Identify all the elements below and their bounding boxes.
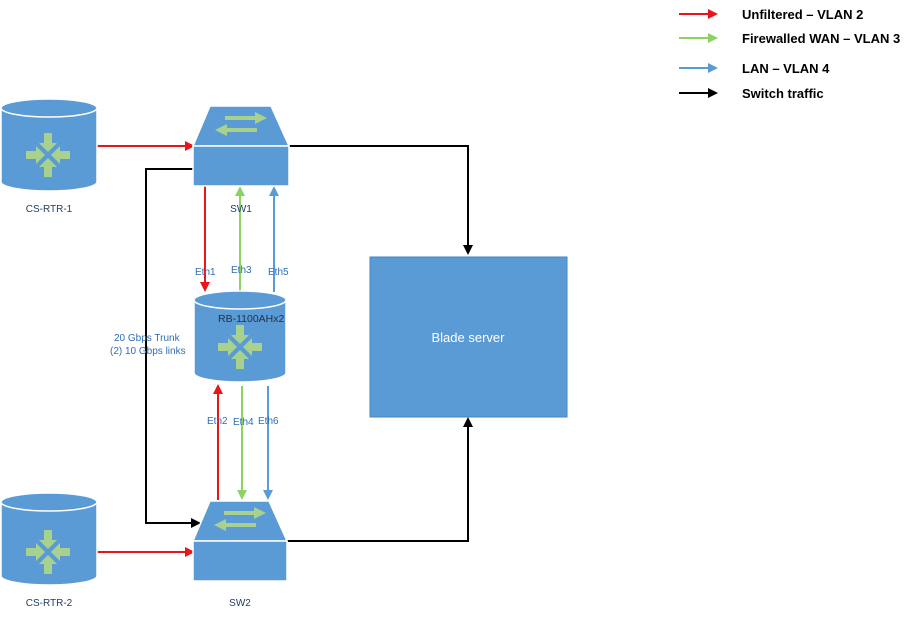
sw2-switch bbox=[191, 500, 289, 582]
blade-server-label: Blade server bbox=[432, 330, 506, 345]
legend: Unfiltered – VLAN 2 Firewalled WAN – VLA… bbox=[679, 7, 900, 101]
cs-rtr-2-router bbox=[0, 492, 98, 586]
trunk-label-line1: 20 Gbps Trunk bbox=[114, 333, 181, 344]
trunk-link bbox=[145, 168, 201, 528]
port-label-eth5: Eth5 bbox=[268, 267, 289, 278]
blade-server bbox=[369, 256, 568, 418]
port-label-eth2: Eth2 bbox=[207, 416, 228, 427]
legend-vlan4-label: LAN – VLAN 4 bbox=[742, 61, 830, 76]
port-label-eth4: Eth4 bbox=[233, 417, 254, 428]
port-label-eth1: Eth1 bbox=[195, 267, 216, 278]
legend-vlan2-label: Unfiltered – VLAN 2 bbox=[742, 7, 863, 22]
link-sw1-blade bbox=[289, 145, 473, 255]
sw1-label: SW1 bbox=[230, 204, 252, 215]
cs-rtr-1-router bbox=[0, 98, 98, 192]
port-label-eth6: Eth6 bbox=[258, 416, 279, 427]
legend-vlan3-label: Firewalled WAN – VLAN 3 bbox=[742, 31, 900, 46]
link-sw2-blade bbox=[286, 417, 473, 542]
trunk-label-line2: (2) 10 Gbps links bbox=[110, 346, 186, 357]
port-label-eth3: Eth3 bbox=[231, 265, 252, 276]
rb-router bbox=[193, 290, 287, 383]
sw1-switch bbox=[191, 105, 291, 187]
legend-switch-label: Switch traffic bbox=[742, 86, 824, 101]
rb-router-label: RB-1100AHx2 bbox=[218, 313, 284, 325]
cs-rtr-1-label: CS-RTR-1 bbox=[26, 204, 73, 215]
cs-rtr-2-label: CS-RTR-2 bbox=[26, 598, 73, 609]
sw2-label: SW2 bbox=[229, 598, 251, 609]
